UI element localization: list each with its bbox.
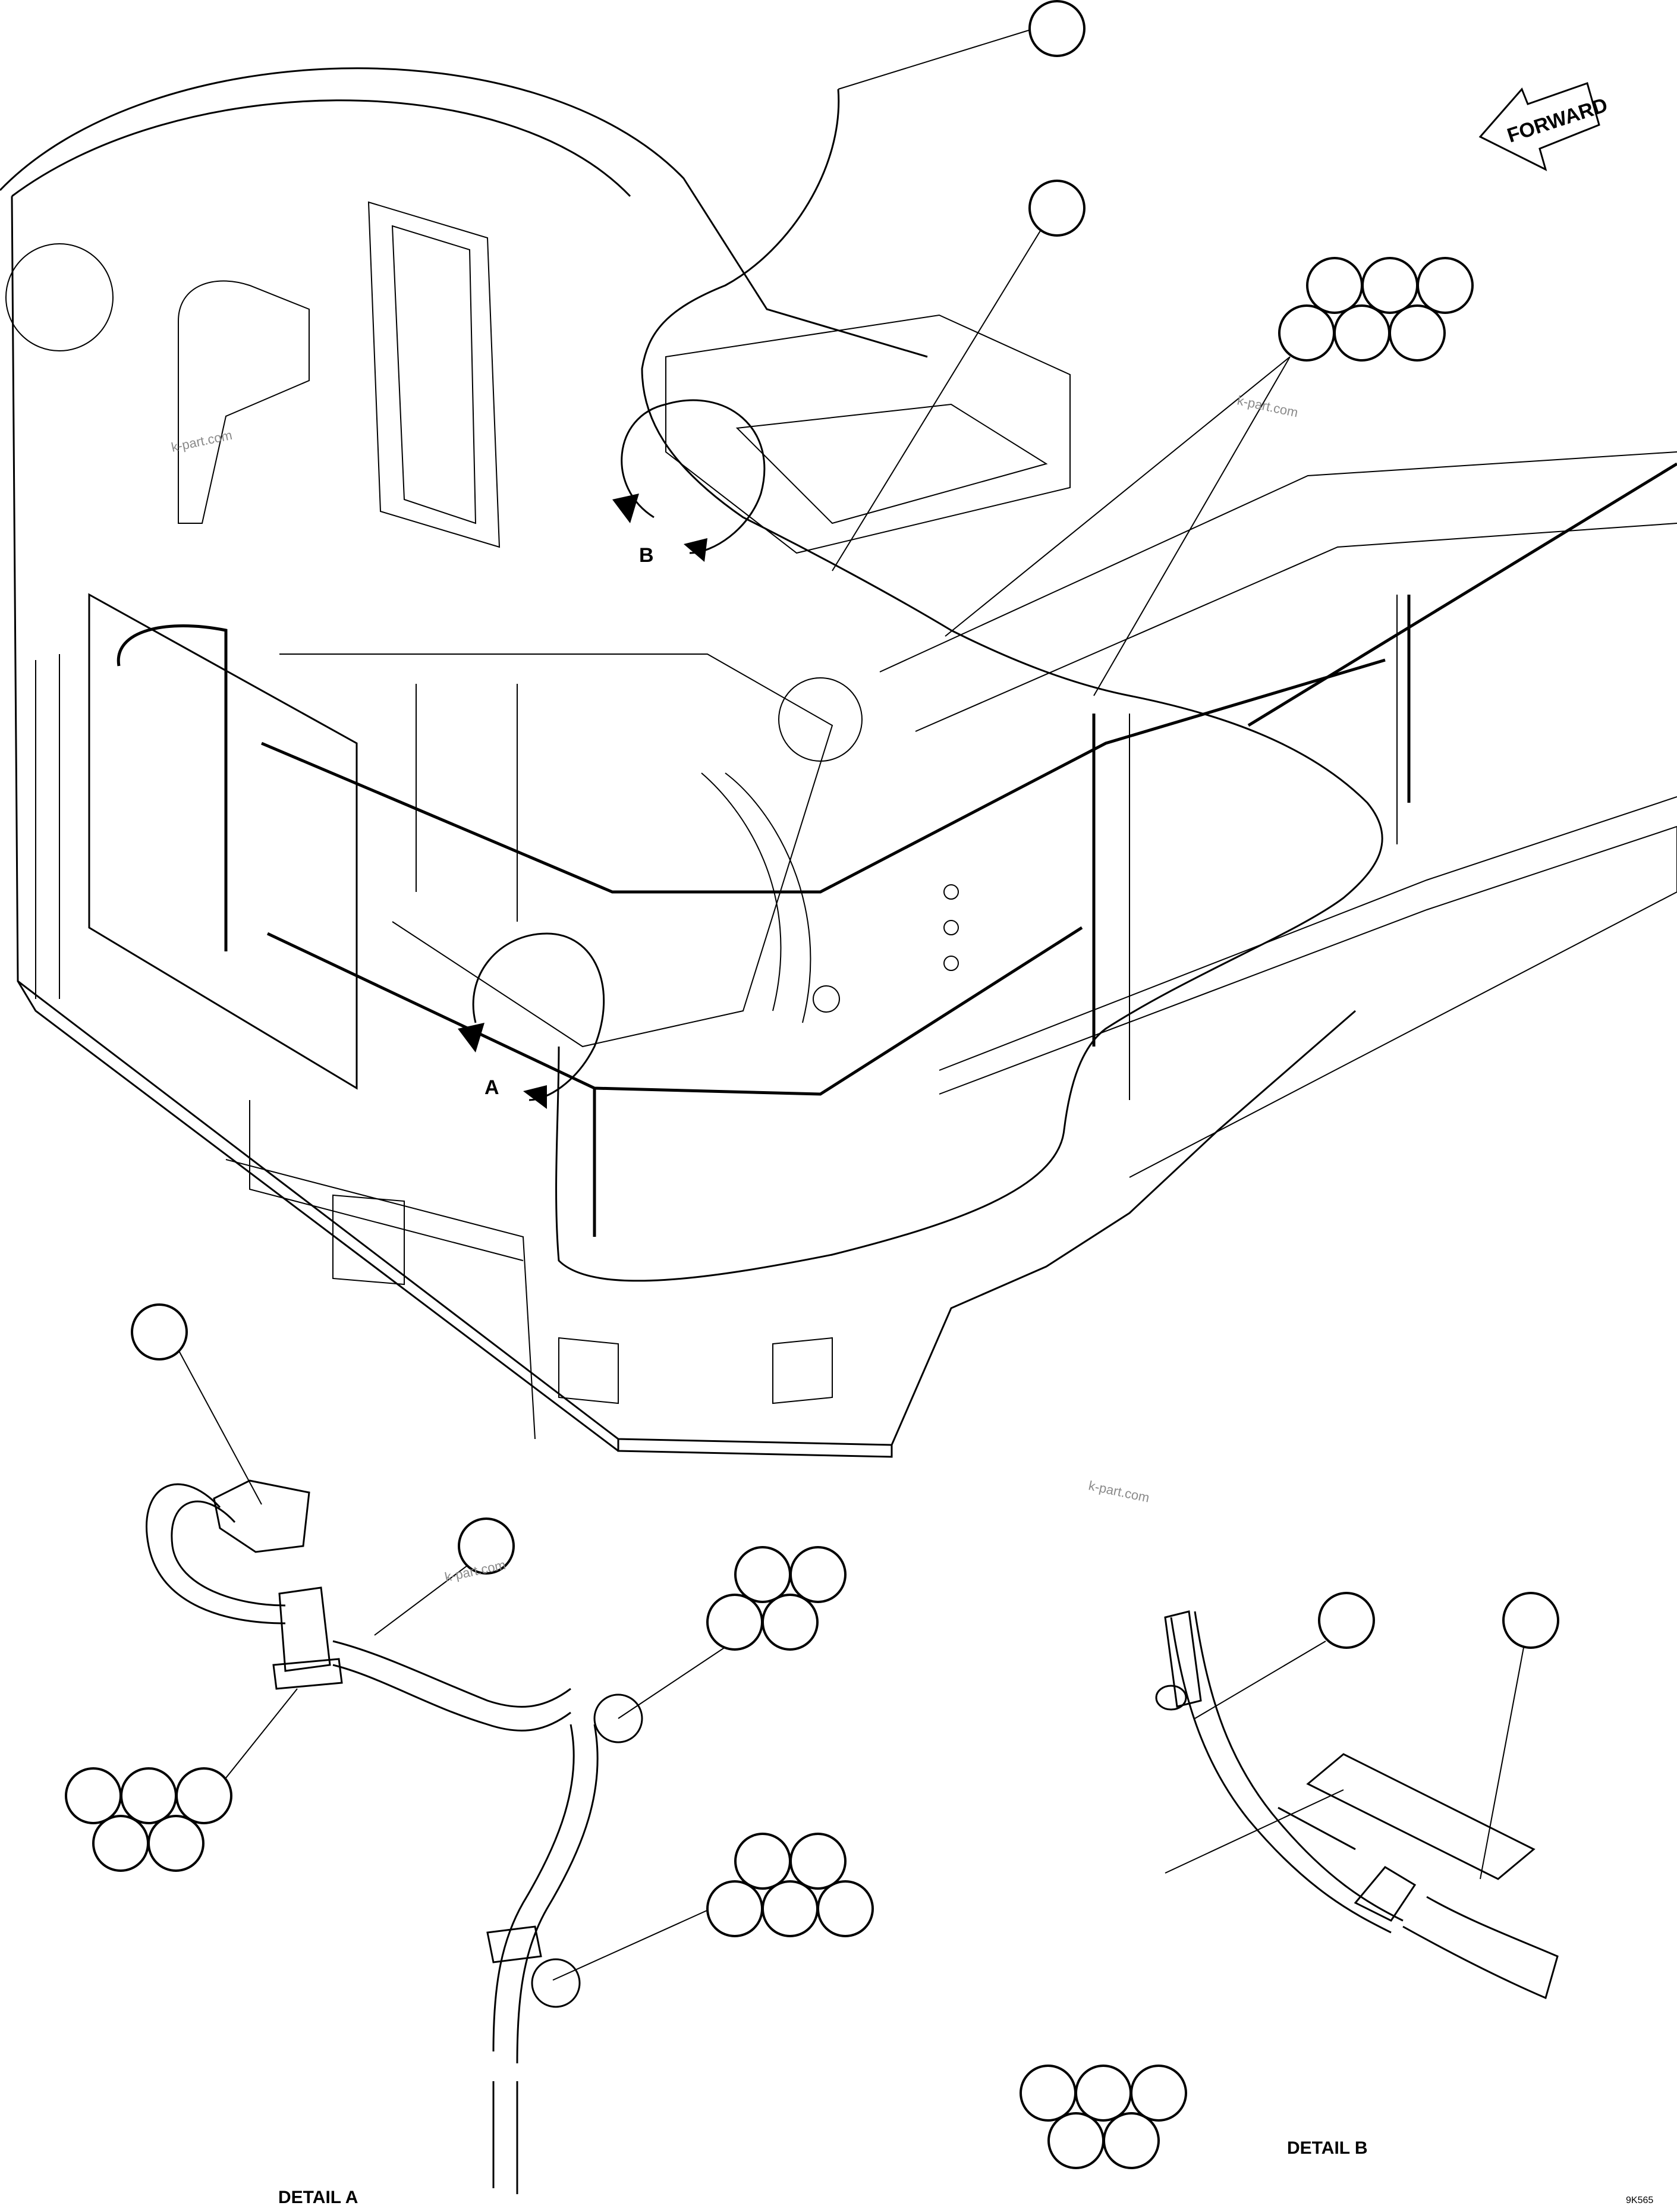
watermark: k-part.com	[1087, 1478, 1151, 1505]
callout-balloon	[706, 1880, 763, 1937]
callout-balloon	[762, 1880, 819, 1937]
view-label-a: A	[484, 1076, 499, 1099]
callout-balloon	[789, 1833, 847, 1890]
callout-balloon	[1075, 2065, 1132, 2122]
callout-balloon	[1028, 0, 1086, 57]
callout-balloon	[1306, 257, 1363, 314]
callout-balloon	[762, 1594, 819, 1651]
detail-b-drawing	[1155, 1610, 1559, 2000]
detail-a-label: DETAIL A	[278, 2188, 358, 2207]
view-label-b: B	[639, 544, 654, 567]
callout-balloon	[458, 1517, 515, 1575]
callout-balloon	[1278, 304, 1335, 362]
callout-balloon	[120, 1767, 177, 1824]
callout-balloon	[131, 1303, 188, 1360]
callout-balloon	[1361, 257, 1418, 314]
callout-balloon	[1028, 180, 1086, 237]
callout-balloon	[1130, 2065, 1187, 2122]
figure-number: 9K565	[1626, 2195, 1653, 2205]
callout-balloon	[1333, 304, 1390, 362]
callout-balloon	[175, 1767, 232, 1824]
callout-balloon	[817, 1880, 874, 1937]
callout-balloon	[1103, 2112, 1160, 2169]
callout-balloon	[65, 1767, 122, 1824]
detail-a-drawing	[146, 1479, 643, 2194]
detail-b-label: DETAIL B	[1287, 2138, 1368, 2158]
forward-arrow: FORWARD	[1478, 82, 1610, 171]
callout-balloon	[1318, 1592, 1375, 1649]
watermark: k-part.com	[170, 428, 234, 455]
callout-balloon	[734, 1546, 791, 1603]
watermark: k-part.com	[1236, 392, 1300, 420]
callout-balloon	[789, 1546, 847, 1603]
callout-balloon	[1502, 1592, 1559, 1649]
guard-rail	[117, 462, 1677, 1237]
machine-frame-outline	[0, 67, 1677, 1458]
callout-balloon	[1389, 304, 1446, 362]
leader-lines	[178, 28, 1525, 1981]
lubrication-line-route	[555, 89, 1383, 1282]
view-indicator-b: B	[612, 399, 766, 567]
callout-balloon	[147, 1815, 204, 1872]
callout-balloon	[1417, 257, 1474, 314]
callout-balloon	[1020, 2065, 1077, 2122]
callout-balloon	[706, 1594, 763, 1651]
callout-balloons	[65, 0, 1559, 2169]
callout-balloon	[1047, 2112, 1105, 2169]
view-indicator-a: A	[458, 932, 605, 1109]
callout-balloon	[734, 1833, 791, 1890]
callout-balloon	[92, 1815, 149, 1872]
forward-label: FORWARD	[1505, 93, 1610, 147]
